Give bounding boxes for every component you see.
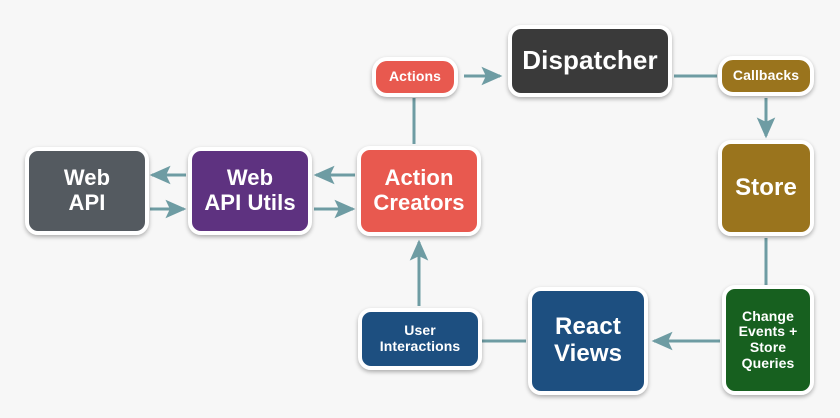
node-web-api[interactable]: Web API bbox=[25, 147, 149, 235]
node-react-views[interactable]: React Views bbox=[528, 287, 648, 395]
node-store[interactable]: Store bbox=[718, 140, 814, 236]
node-label-dispatcher: Dispatcher bbox=[522, 45, 658, 76]
node-label-store: Store bbox=[735, 173, 797, 201]
node-web-api-utils[interactable]: Web API Utils bbox=[188, 147, 312, 235]
node-label-actions: Actions bbox=[388, 68, 442, 85]
node-label-callbacks: Callbacks bbox=[732, 67, 800, 84]
node-label-action-creators: Action Creators bbox=[373, 165, 465, 215]
node-actions[interactable]: Actions bbox=[372, 57, 458, 97]
node-dispatcher[interactable]: Dispatcher bbox=[508, 25, 672, 97]
node-user-interactions[interactable]: User Interactions bbox=[358, 308, 482, 370]
node-label-user-interactions: User Interactions bbox=[379, 322, 461, 354]
node-label-web-api: Web API bbox=[63, 165, 111, 215]
node-label-react-views: React Views bbox=[553, 313, 623, 367]
node-action-creators[interactable]: Action Creators bbox=[357, 146, 481, 236]
node-callbacks[interactable]: Callbacks bbox=[718, 56, 814, 96]
node-label-web-api-utils: Web API Utils bbox=[204, 165, 296, 215]
node-change-events-store-queries[interactable]: Change Events + Store Queries bbox=[722, 285, 814, 395]
node-label-change-events-store-queries: Change Events + Store Queries bbox=[738, 307, 798, 371]
